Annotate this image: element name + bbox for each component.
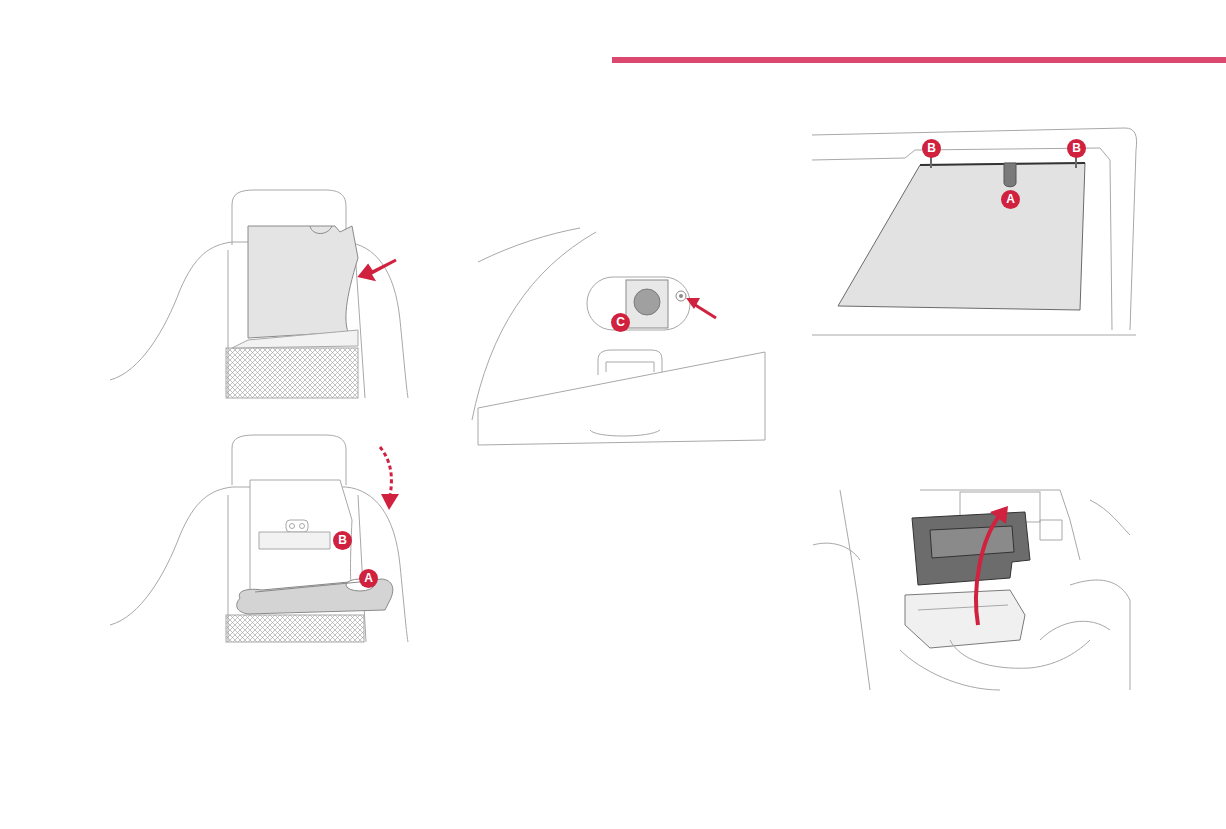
header-bar: [612, 57, 1226, 63]
callout-letter: A: [359, 569, 378, 588]
luggage-cover: [812, 128, 1137, 335]
callout-letter: B: [922, 139, 941, 158]
push-arrow: [360, 260, 396, 279]
storage-compartment: [813, 490, 1130, 690]
button-arrow-head: [686, 298, 700, 309]
fold-arrow: [380, 447, 391, 496]
seat-closed: [110, 190, 408, 398]
callout-letter: B: [1067, 139, 1086, 158]
socket-panel: [472, 228, 765, 445]
lift-arrow: [976, 515, 1000, 625]
callout-letter: B: [333, 531, 352, 550]
fold-arrow-head: [381, 494, 399, 510]
lift-arrow-head: [990, 506, 1008, 524]
callout-letter: A: [1001, 190, 1020, 209]
seat-open: [110, 435, 408, 642]
callout-letter: C: [611, 313, 630, 332]
